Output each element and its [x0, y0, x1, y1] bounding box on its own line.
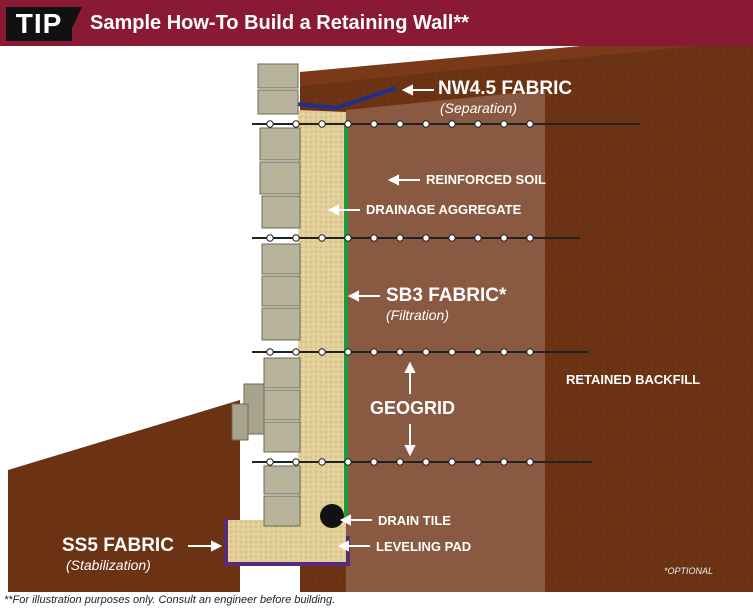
optional-note: *OPTIONAL [664, 566, 714, 576]
label-ss5-fabric: SS5 FABRIC [62, 535, 174, 556]
label-reinforced-soil: REINFORCED SOIL [426, 172, 546, 187]
label-sb3-fabric: SB3 FABRIC* [386, 285, 507, 306]
page-title: Sample How-To Build a Retaining Wall** [90, 12, 469, 34]
label-leveling-pad: LEVELING PAD [376, 539, 472, 554]
label-drainage-aggregate: DRAINAGE AGGREGATE [366, 202, 522, 217]
label-drain-tile: DRAIN TILE [378, 513, 451, 528]
label-retained-backfill: RETAINED BACKFILL [566, 372, 701, 387]
drainage-aggregate-area [298, 110, 346, 560]
label-nw45-sub: (Separation) [440, 100, 518, 116]
drain-tile-pipe [320, 504, 344, 528]
reinforced-soil-area [346, 90, 545, 592]
leveling-pad-area [226, 520, 346, 562]
label-sb3-sub: (Filtration) [386, 307, 450, 323]
label-geogrid: GEOGRID [370, 398, 456, 418]
header-bar: TIP Sample How-To Build a Retaining Wall… [0, 0, 753, 46]
label-nw45-fabric: NW4.5 FABRIC [438, 78, 573, 99]
footnote: **For illustration purposes only. Consul… [4, 594, 336, 606]
nw45-fabric-line [295, 86, 397, 111]
tip-badge-notch [66, 7, 82, 41]
geogrid-nodes [266, 120, 534, 466]
front-ground [8, 400, 240, 592]
label-ss5-sub: (Stabilization) [66, 557, 151, 573]
label-arrows [188, 84, 434, 552]
wall-blocks [231, 63, 301, 527]
tip-badge: TIP [6, 7, 72, 41]
